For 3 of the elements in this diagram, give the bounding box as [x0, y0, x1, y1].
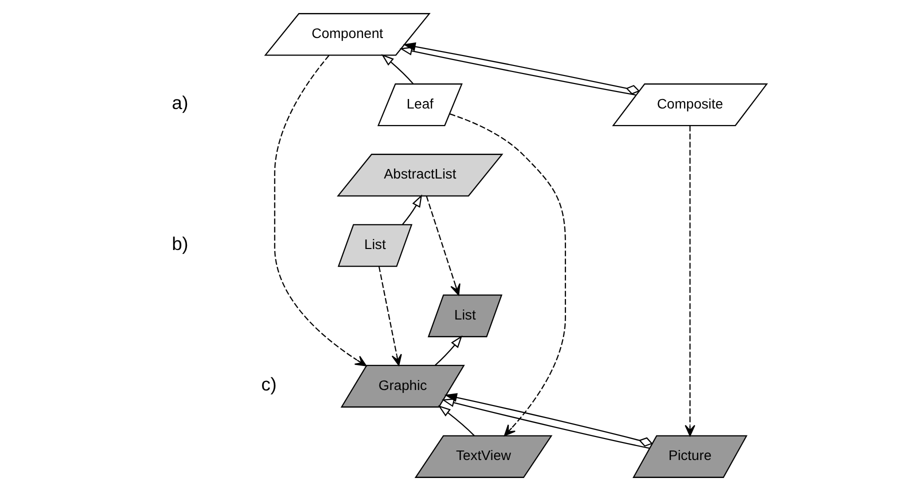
label: c): [260, 373, 276, 394]
label: b): [171, 232, 188, 254]
label: a): [171, 92, 188, 113]
